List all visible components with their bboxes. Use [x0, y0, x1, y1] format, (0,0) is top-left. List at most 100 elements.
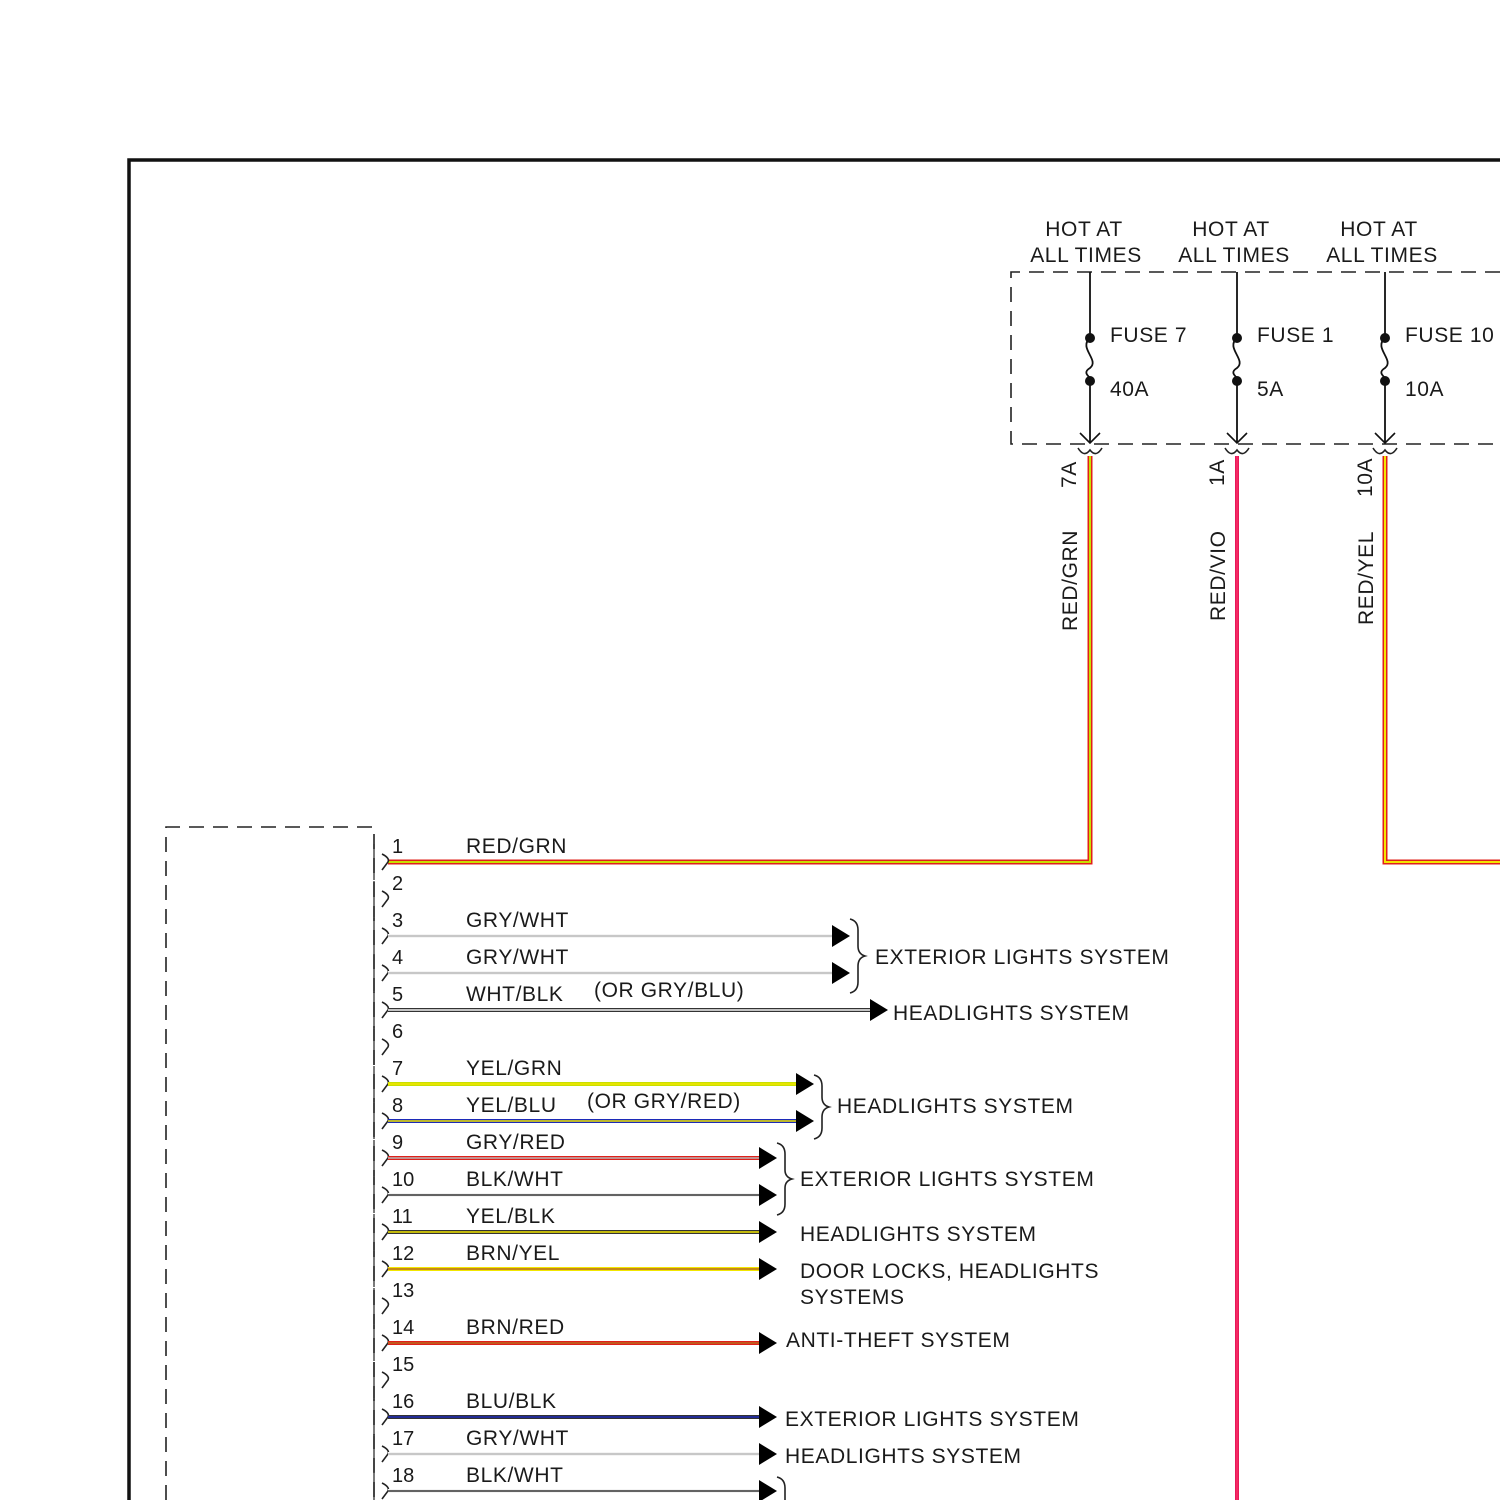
dest-pins-9-10: EXTERIOR LIGHTS SYSTEM [800, 1168, 1094, 1191]
pin-17: 17 GRY/WHT [374, 1427, 777, 1472]
pin-wire-label: BRN/YEL [466, 1242, 560, 1265]
terminal-1a: 1A [1206, 459, 1229, 486]
dest-pin-17: HEADLIGHTS SYSTEM [785, 1445, 1022, 1468]
terminal-7a: 7A [1058, 461, 1081, 488]
pin-wire-label: GRY/WHT [466, 1427, 569, 1450]
pin-number: 10 [392, 1169, 414, 1191]
arrow-icon [759, 1147, 777, 1169]
dest-pin-16: EXTERIOR LIGHTS SYSTEM [785, 1408, 1079, 1431]
arrow-icon [759, 1443, 777, 1465]
svg-text:HOT AT: HOT AT [1192, 218, 1270, 241]
pin-terminal-symbol [382, 1298, 388, 1314]
pin-terminal-symbol [382, 1150, 388, 1166]
pin-terminal-symbol [382, 1002, 388, 1018]
pin-10: 10 BLK/WHT [374, 1168, 777, 1213]
pin-terminal-symbol [382, 965, 388, 981]
pin-terminal-symbol [382, 891, 388, 907]
wire-red-yel-vertical [1385, 456, 1500, 862]
pin-terminal-symbol [382, 1261, 388, 1277]
dest-pins-7-8: HEADLIGHTS SYSTEM [837, 1095, 1074, 1118]
fuse-1-label: FUSE 1 [1257, 324, 1334, 347]
svg-text:HOT AT: HOT AT [1340, 218, 1418, 241]
pin-wire-note: (OR GRY/BLU) [594, 979, 744, 1002]
pin-number: 9 [392, 1132, 403, 1154]
arrow-icon [759, 1332, 777, 1354]
arrow-icon [796, 1110, 814, 1132]
pin-wire-label: BRN/RED [466, 1316, 565, 1339]
pin-wire-label: GRY/WHT [466, 909, 569, 932]
fuse-1: FUSE 1 5A [1227, 272, 1334, 443]
pin-number: 16 [392, 1391, 414, 1413]
dest-pin-5: HEADLIGHTS SYSTEM [893, 1002, 1130, 1025]
pin-wire-label: BLK/WHT [466, 1464, 564, 1487]
dest-pin-12-line2: SYSTEMS [800, 1286, 905, 1309]
fuse-10-label: FUSE 10 [1405, 324, 1494, 347]
pin-terminal-symbol [382, 1187, 388, 1203]
dest-pins-3-4: EXTERIOR LIGHTS SYSTEM [875, 946, 1169, 969]
wire-red-grn-vertical [388, 456, 1090, 862]
wire-label-red-yel: RED/YEL [1355, 531, 1378, 625]
arrow-icon [759, 1258, 777, 1280]
pin-number: 17 [392, 1428, 414, 1450]
arrow-icon [759, 1406, 777, 1428]
pin-number: 14 [392, 1317, 414, 1339]
fuse-10-rating: 10A [1405, 378, 1444, 401]
svg-text:ALL TIMES: ALL TIMES [1030, 244, 1142, 267]
source-label-2: HOT AT ALL TIMES [1178, 218, 1290, 267]
arrow-icon [759, 1221, 777, 1243]
source-label-3: HOT AT ALL TIMES [1326, 218, 1438, 267]
source-label-1: HOT AT ALL TIMES [1030, 218, 1142, 267]
fuse-connectors [1078, 448, 1397, 454]
pin-number: 4 [392, 947, 403, 969]
pin-terminal-symbol [382, 1483, 388, 1499]
fuse-7: FUSE 7 40A [1080, 272, 1187, 443]
pin-number: 11 [392, 1206, 413, 1228]
dest-pin-11: HEADLIGHTS SYSTEM [800, 1223, 1037, 1246]
pin-terminal-symbol [382, 854, 388, 870]
fuse-7-label: FUSE 7 [1110, 324, 1187, 347]
pin-wire-label: GRY/WHT [466, 946, 569, 969]
arrow-icon [759, 1184, 777, 1206]
pin-wire-label: YEL/BLU [466, 1094, 557, 1117]
pin-wire-label: YEL/BLK [466, 1205, 555, 1228]
pin-14: 14 BRN/RED [374, 1316, 777, 1361]
fuse-10: FUSE 10 10A [1375, 272, 1494, 443]
pin-wire-note: (OR GRY/RED) [587, 1090, 741, 1113]
svg-text:HOT AT: HOT AT [1045, 218, 1123, 241]
arrow-icon [832, 962, 850, 984]
pin-wire-label: RED/GRN [466, 835, 567, 858]
pin-number: 18 [392, 1465, 414, 1487]
module-outline [166, 827, 374, 1500]
pin-terminal-symbol [382, 1076, 388, 1092]
fuse-1-rating: 5A [1257, 378, 1284, 401]
arrow-icon [870, 999, 888, 1021]
arrow-icon [832, 925, 850, 947]
dest-pin-12-line1: DOOR LOCKS, HEADLIGHTS [800, 1260, 1099, 1283]
wire-label-red-grn: RED/GRN [1059, 530, 1082, 631]
pin-number: 13 [392, 1280, 414, 1302]
fuse-box-outline [1011, 272, 1500, 444]
pin-number: 1 [392, 836, 403, 858]
pin-16: 16 BLU/BLK [374, 1390, 777, 1435]
destination-labels: EXTERIOR LIGHTS SYSTEM HEADLIGHTS SYSTEM… [785, 946, 1169, 1468]
pin-number: 7 [392, 1058, 403, 1080]
pin-wire-label: YEL/GRN [466, 1057, 562, 1080]
pin-terminal-symbol [382, 1446, 388, 1462]
pin-terminal-symbol [382, 1224, 388, 1240]
pin-wire-label: BLU/BLK [466, 1390, 557, 1413]
pin-number: 15 [392, 1354, 414, 1376]
terminal-10a: 10A [1354, 458, 1377, 497]
arrow-icon [796, 1073, 814, 1095]
pin-11: 11 YEL/BLK [374, 1205, 777, 1250]
pin-terminal-symbol [382, 1372, 388, 1388]
pin-wire-label: BLK/WHT [466, 1168, 564, 1191]
pin-number: 2 [392, 873, 403, 895]
pin-number: 6 [392, 1021, 403, 1043]
pin-18: 18 BLK/WHT [374, 1464, 777, 1500]
fuse-7-rating: 40A [1110, 378, 1149, 401]
pin-terminal-symbol [382, 1409, 388, 1425]
